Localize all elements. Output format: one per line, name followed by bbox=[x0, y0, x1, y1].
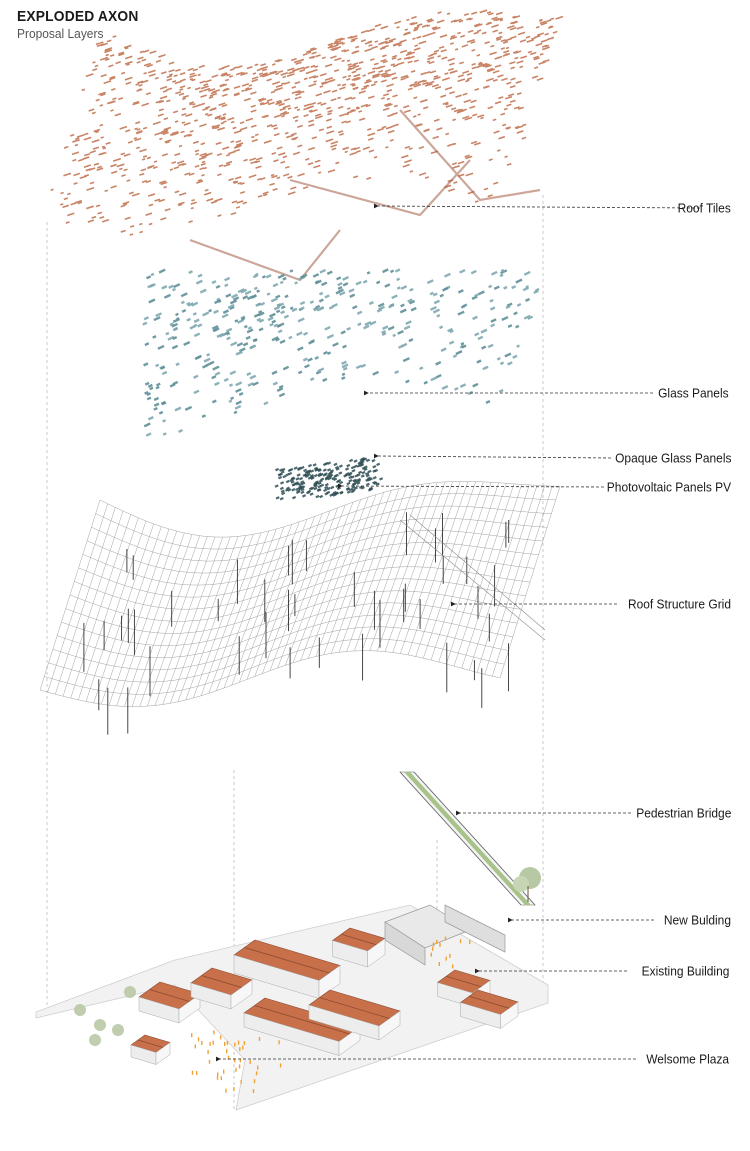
leader-photovoltaic-panels bbox=[337, 483, 605, 489]
existing-building-block bbox=[130, 1034, 171, 1065]
label-welcome-plaza: Welsome Plaza bbox=[646, 1051, 729, 1067]
existing-building-block bbox=[331, 927, 386, 968]
label-existing-building: Existing Building bbox=[641, 963, 729, 979]
diagram-title: EXPLODED AXON bbox=[17, 8, 139, 25]
existing-building-block bbox=[138, 981, 201, 1024]
people-markers bbox=[191, 936, 471, 1094]
roof-tiles-layer bbox=[50, 9, 564, 282]
roof-structure-grid-layer bbox=[39, 481, 561, 735]
label-glass-panels: Glass Panels bbox=[658, 385, 729, 401]
label-new-building: New Bulding bbox=[663, 912, 731, 928]
label-photovoltaic-panels: Photovoltaic Panels PV bbox=[606, 479, 731, 495]
label-roof-structure-grid: Roof Structure Grid bbox=[627, 596, 731, 612]
label-pedestrian-bridge: Pedestrian Bridge bbox=[635, 805, 731, 821]
existing-building-block bbox=[243, 997, 361, 1056]
diagram-subtitle: Proposal Layers bbox=[17, 26, 104, 41]
label-opaque-glass-panels: Opaque Glass Panels bbox=[614, 450, 731, 466]
pedestrian-bridge-layer bbox=[399, 771, 541, 906]
tree-canopy-2 bbox=[513, 876, 529, 892]
existing-building-block bbox=[459, 989, 519, 1029]
leader-lines bbox=[216, 203, 701, 1062]
leader-opaque-glass-panels bbox=[373, 453, 612, 459]
glass-panels-layer bbox=[142, 268, 540, 501]
existing-building-block bbox=[190, 967, 253, 1010]
label-roof-tiles: Roof Tiles bbox=[677, 200, 731, 216]
bridge-rail-left bbox=[399, 771, 522, 906]
title-block: EXPLODED AXON Proposal Layers bbox=[17, 8, 149, 42]
leader-roof-tiles bbox=[373, 203, 701, 209]
bridge-tree bbox=[513, 867, 541, 902]
bridge-green-strip bbox=[404, 772, 531, 905]
plaza-trees bbox=[74, 986, 136, 1046]
existing-building-block bbox=[308, 989, 401, 1041]
existing-building-block bbox=[233, 939, 341, 999]
ground-buildings-layer bbox=[35, 904, 549, 1111]
